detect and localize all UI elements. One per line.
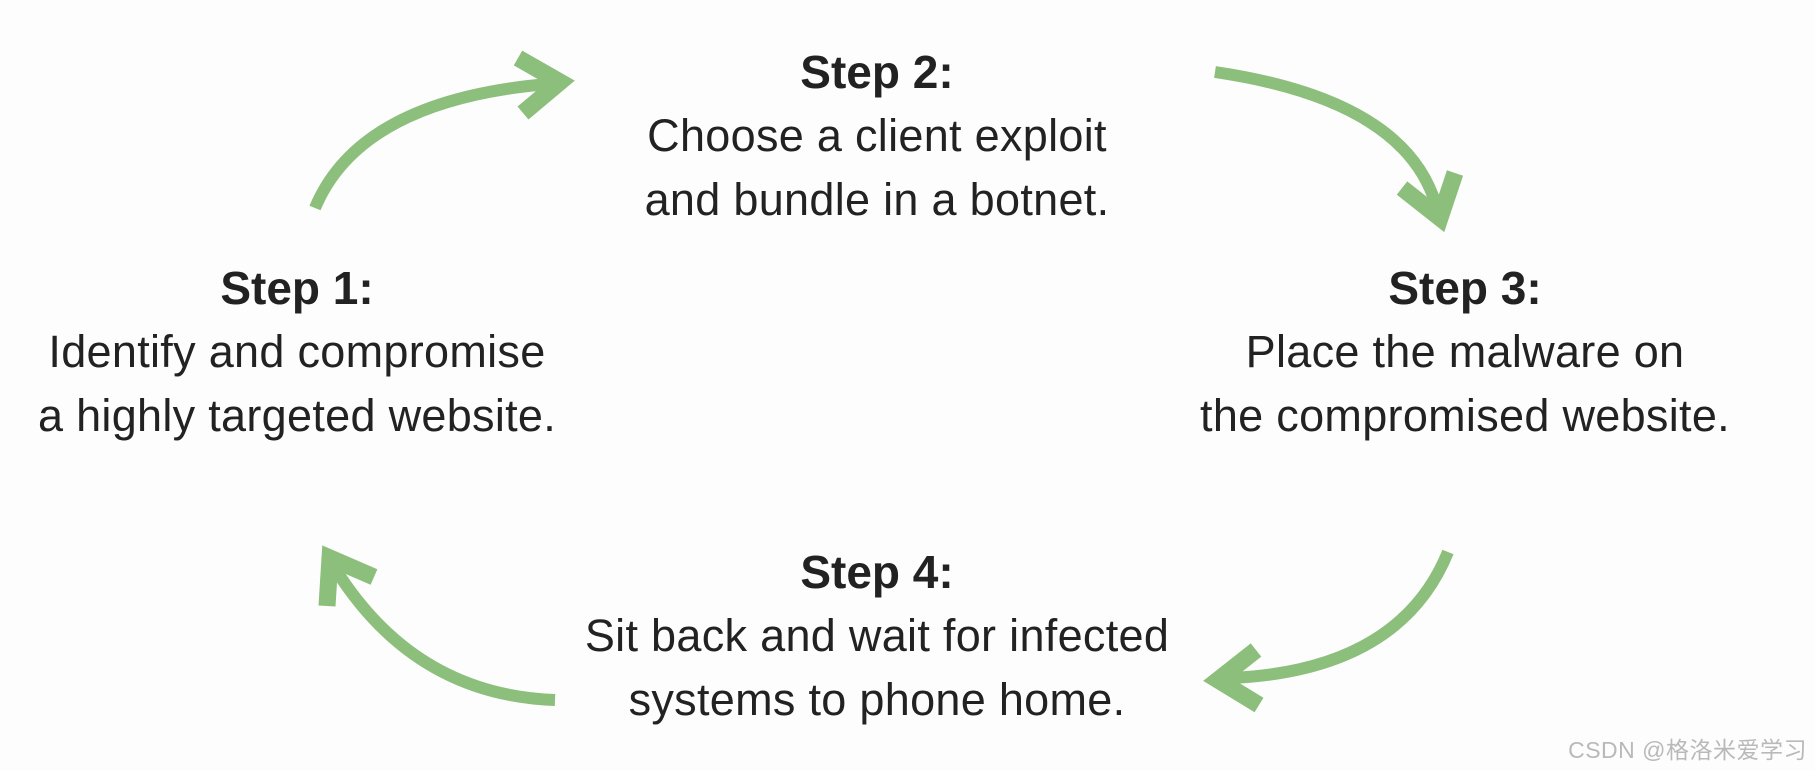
step-2-title: Step 2: xyxy=(800,46,954,98)
step-1-line-2: a highly targeted website. xyxy=(37,390,557,441)
step-3-line-1: Place the malware on xyxy=(1245,326,1685,377)
step-4-block: Step 4: Sit back and wait for infected s… xyxy=(585,540,1169,732)
step-4-title: Step 4: xyxy=(800,546,954,598)
step-3-block: Step 3: Place the malware on the comprom… xyxy=(1200,256,1730,448)
step-1-block: Step 1: Identify and compromise a highly… xyxy=(38,256,556,448)
watermark: CSDN @格洛米爱学习 xyxy=(1568,737,1807,763)
curved-arrow-step3-to-step4-icon xyxy=(1203,549,1454,713)
step-2-block: Step 2: Choose a client exploit and bund… xyxy=(645,40,1110,232)
curved-arrow-step1-to-step2-icon xyxy=(309,50,575,211)
step-4-line-2: systems to phone home. xyxy=(628,674,1126,725)
step-3-line-2: the compromised website. xyxy=(1200,390,1730,441)
step-2-line-2: and bundle in a botnet. xyxy=(644,174,1110,225)
step-1-title: Step 1: xyxy=(220,262,374,314)
step-2-line-1: Choose a client exploit xyxy=(647,110,1107,161)
curved-arrow-step2-to-step3-icon xyxy=(1214,66,1464,233)
step-4-line-1: Sit back and wait for infected xyxy=(584,610,1170,661)
step-1-line-1: Identify and compromise xyxy=(48,326,546,377)
step-3-title: Step 3: xyxy=(1388,262,1542,314)
curved-arrow-step4-to-step1-icon xyxy=(318,545,556,706)
